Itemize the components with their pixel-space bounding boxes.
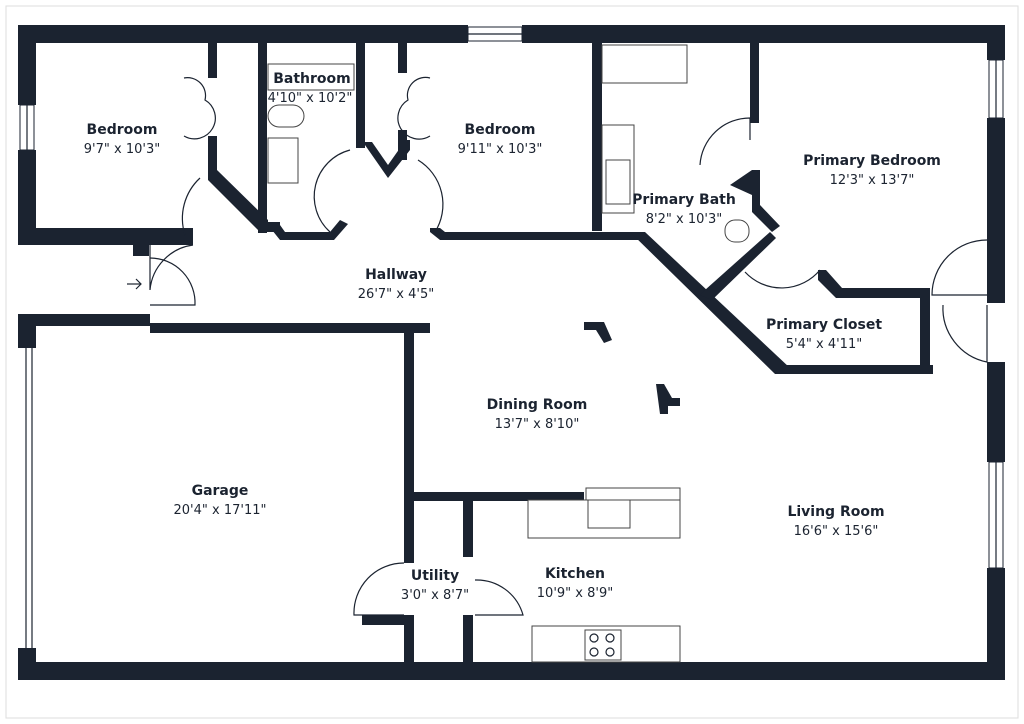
room-dim-dining-room: 13'7" x 8'10" [495,417,580,432]
room-dim-bedroom-center: 9'11" x 10'3" [458,142,543,157]
room-name-garage: Garage [192,483,249,499]
room-dim-utility: 3'0" x 8'7" [401,588,469,603]
room-name-bedroom-center: Bedroom [465,122,536,138]
room-name-bedroom-left: Bedroom [87,122,158,138]
room-dim-living-room: 16'6" x 15'6" [794,524,879,539]
room-dim-primary-bath: 8'2" x 10'3" [646,212,722,227]
room-name-utility: Utility [411,568,459,584]
interior-walls [133,43,933,665]
room-name-primary-closet: Primary Closet [766,317,882,333]
room-name-kitchen: Kitchen [545,566,605,582]
room-name-primary-bath: Primary Bath [632,192,736,208]
room-name-bathroom: Bathroom [273,71,351,87]
room-name-primary-bedroom: Primary Bedroom [803,153,941,169]
room-dim-primary-bedroom: 12'3" x 13'7" [830,173,915,188]
doors [149,76,988,616]
room-labels: Bedroom 9'7" x 10'3" Bathroom 4'10" x 10… [84,71,941,603]
room-name-living-room: Living Room [787,504,884,520]
room-dim-hallway: 26'7" x 4'5" [358,287,434,302]
room-name-hallway: Hallway [365,267,427,283]
fixtures [25,44,750,663]
room-dim-kitchen: 10'9" x 8'9" [537,586,613,601]
toilet-icon [724,219,750,243]
room-dim-garage: 20'4" x 17'11" [174,503,267,518]
room-dim-bathroom: 4'10" x 10'2" [268,91,353,106]
room-dim-primary-closet: 5'4" x 4'11" [786,337,862,352]
exterior-walls [18,25,1005,680]
arrow-right-icon [127,278,142,290]
room-dim-bedroom-left: 9'7" x 10'3" [84,142,160,157]
room-name-dining-room: Dining Room [487,397,588,413]
sink-icon [605,159,631,205]
windows [19,26,1004,569]
cooktop-icon [584,629,622,661]
